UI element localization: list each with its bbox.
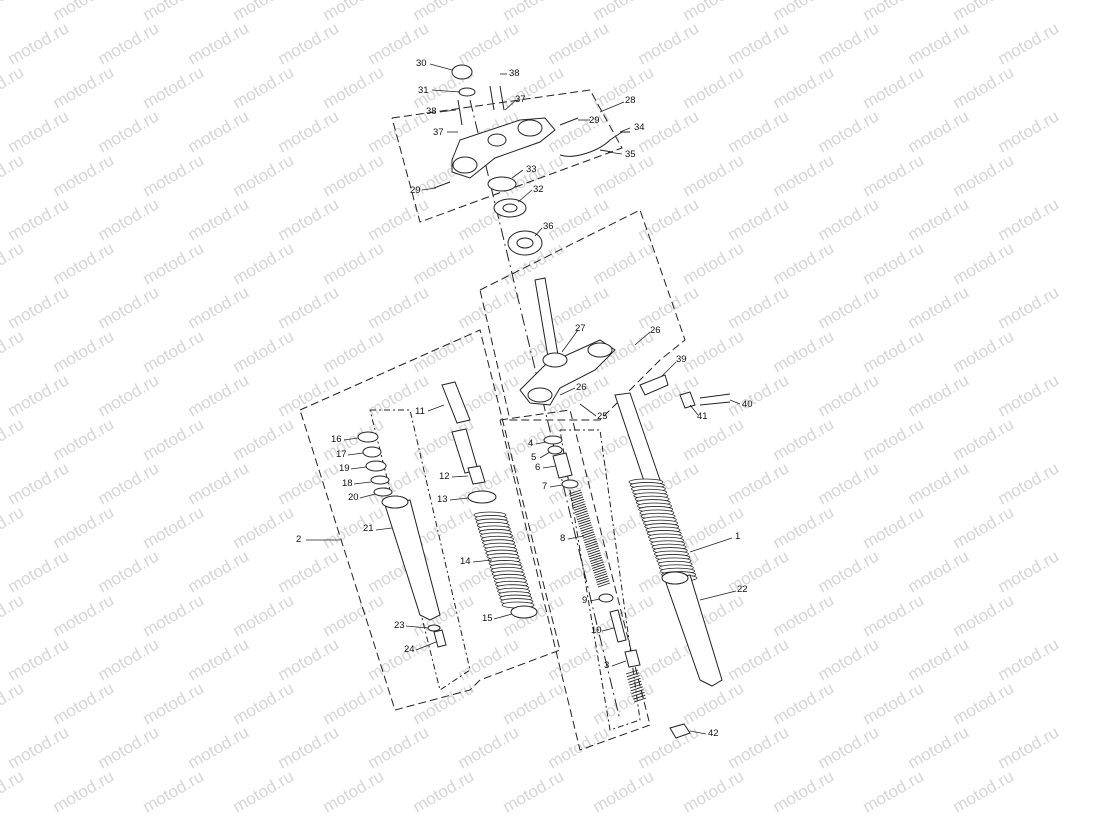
part-8-spring [568,489,611,588]
part-3-spring [625,669,647,703]
part-16-clip [357,431,379,443]
part-1-fork-tube [614,392,661,485]
part-7-seat [561,479,579,489]
callout-9: 9 [582,595,588,606]
part-3-cylinder [624,649,641,668]
callout-42: 42 [708,728,719,739]
callout-18: 18 [342,478,353,489]
callout-5: 5 [531,452,537,463]
part-17-washer [362,446,382,458]
callout-21: 21 [363,523,374,534]
group-outline-right-inner2 [559,429,641,731]
callout-37a: 37 [433,127,444,138]
callout-27: 27 [575,323,586,334]
callout-29b: 29 [410,185,421,196]
part-22-lower-leg [664,574,723,687]
callout-4: 4 [528,438,534,449]
part-27-steering-stem [534,277,559,358]
part-14-boot [473,511,535,609]
part-31-washer [458,87,476,97]
callout-37b: 37 [515,94,526,105]
part-13-seal [467,490,497,504]
group-outline-top-clamp [391,89,623,223]
callout-17: 17 [336,449,347,460]
callout-11: 11 [415,406,425,417]
part-30-nut [451,64,473,80]
part-6-spacer [552,452,573,479]
callout-20: 20 [348,492,359,503]
callout-16: 16 [331,434,342,445]
callout-31: 31 [418,85,429,96]
part-23-washer [427,624,441,632]
callout-33: 33 [526,164,537,175]
callout-26b: 26 [576,382,587,393]
callout-29a: 29 [589,115,600,126]
callout-12: 12 [439,471,450,482]
callout-25: 25 [597,411,608,422]
callout-28: 28 [625,95,636,106]
callout-40: 40 [742,399,753,410]
part-12-bushing [467,465,486,485]
callout-38a: 38 [426,106,437,117]
part-34-clip [559,131,630,157]
part-9-ring [598,593,614,603]
callout-3: 3 [604,660,610,671]
callout-41: 41 [697,411,708,422]
part-11-tube [441,381,471,424]
part-33-bearing [487,176,517,192]
group-outline-steering-stem [479,209,686,421]
part-1-boot [628,478,698,582]
callout-7: 7 [542,481,548,492]
callout-24: 24 [404,644,415,655]
group-outline-left-leg [299,329,561,711]
callout-35: 35 [625,149,636,160]
part-41-block [679,391,696,409]
callout-2: 2 [296,534,302,545]
part-39-bracket [639,374,669,396]
part-24-bolt [433,629,447,648]
callout-19: 19 [339,463,350,474]
callout-10: 10 [591,625,602,636]
part-36-bearing [507,230,543,256]
part-4-washer [543,435,563,445]
callout-15: 15 [482,613,493,624]
part-18-washer [370,475,390,485]
part-42-cap [669,723,691,739]
part-15-ring [510,605,538,619]
callout-36: 36 [543,221,554,232]
callout-6: 6 [535,462,541,473]
callout-26a: 26 [650,325,661,336]
callout-14: 14 [460,556,471,567]
part-20-bushing [373,487,393,497]
callout-22: 22 [737,584,748,595]
part-10-rod [609,609,627,643]
part-19-seal [365,460,387,472]
callout-13: 13 [437,494,448,505]
group-outline-right-inner [499,409,651,751]
callout-34: 34 [634,122,645,133]
callout-38b: 38 [509,68,520,79]
callout-32: 32 [533,184,544,195]
callout-23: 23 [394,620,405,631]
part-32-race [493,198,527,218]
callout-8: 8 [560,533,566,544]
center-axis-line [469,99,621,721]
callout-30: 30 [416,58,427,69]
part-2-lower-leg [384,499,441,621]
callout-1: 1 [735,531,741,542]
callout-39: 39 [676,354,687,365]
